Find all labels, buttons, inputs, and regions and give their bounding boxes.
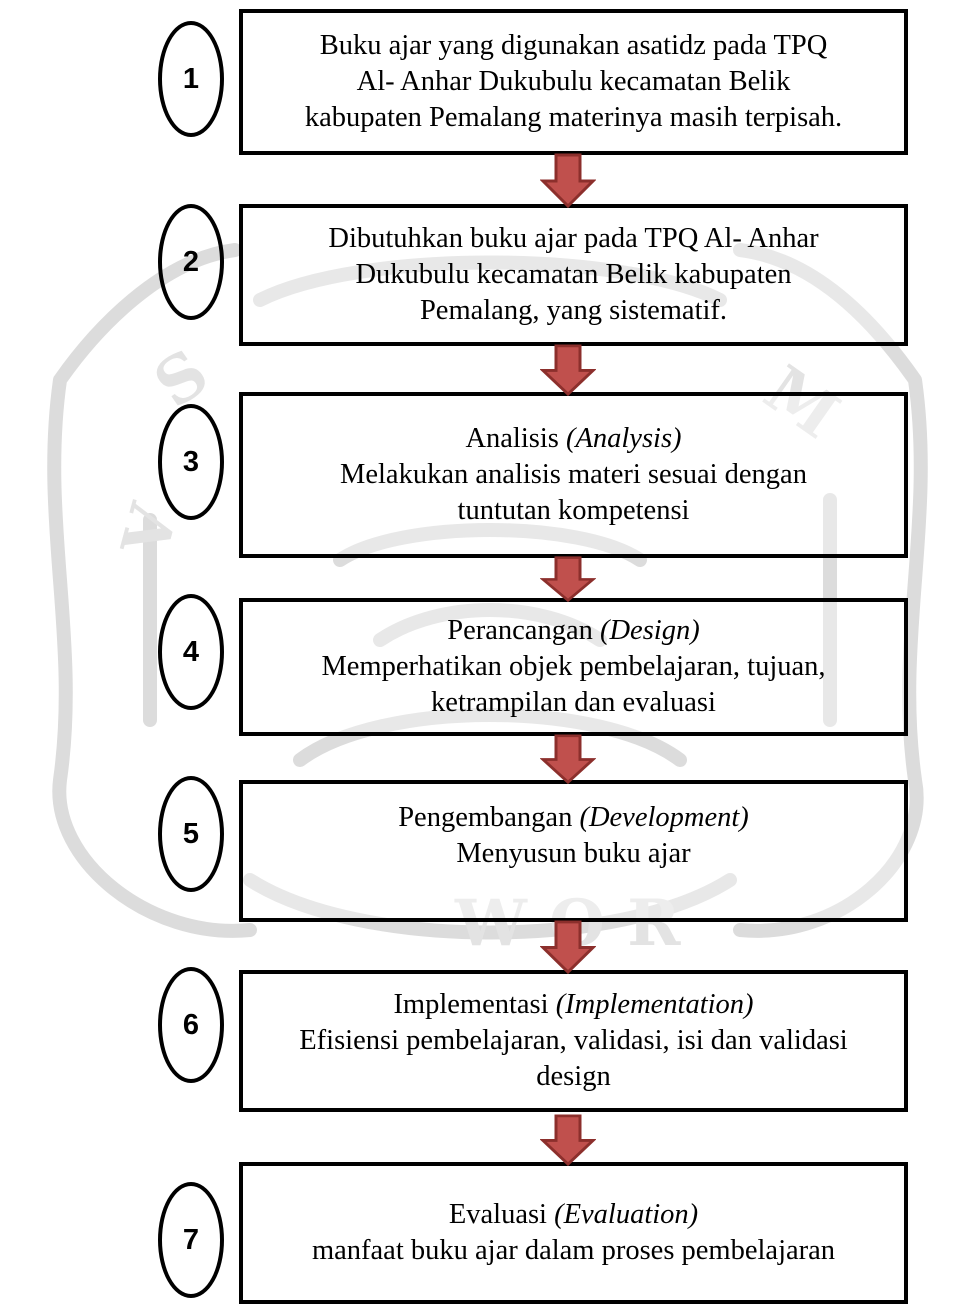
arrow-down-icon (540, 344, 596, 396)
step-1-box: Buku ajar yang digunakan asatidz pada TP… (239, 9, 908, 155)
step-4-title-text: Perancangan (447, 615, 600, 646)
step-7-title: Evaluasi (Evaluation) (449, 1197, 698, 1233)
step-4-number-badge: 4 (158, 594, 224, 710)
step-3-number: 3 (182, 445, 200, 478)
step-1-line-1: Buku ajar yang digunakan asatidz pada TP… (319, 30, 828, 61)
step-4-line-1: Memperhatikan objek pembelajaran, tujuan… (321, 651, 826, 682)
step-2-box: Dibutuhkan buku ajar pada TPQ Al- Anhar … (239, 204, 908, 346)
arrow-shape (540, 734, 596, 784)
step-6-box: Implementasi (Implementation) Efisiensi … (239, 970, 908, 1112)
step-4-box: Perancangan (Design) Memperhatikan objek… (239, 598, 908, 736)
step-5-title-italic: (Development) (579, 802, 749, 833)
step-3-title: Analisis (Analysis) (465, 421, 681, 457)
step-3-title-text: Analisis (465, 423, 566, 454)
step-3-title-italic: (Analysis) (565, 423, 682, 454)
step-5-number-badge: 5 (158, 776, 224, 892)
step-2-number: 2 (182, 245, 200, 278)
step-5-number: 5 (182, 817, 200, 850)
step-6-number: 6 (182, 1008, 200, 1041)
step-4-title-italic: (Design) (599, 615, 700, 646)
arrow-shape (540, 920, 596, 974)
step-1-line-2: Al- Anhar Dukubulu kecamatan Belik (356, 66, 791, 97)
step-1-number-badge: 1 (158, 21, 224, 137)
step-6-title: Implementasi (Implementation) (393, 987, 753, 1023)
step-6-title-italic: (Implementation) (555, 989, 754, 1020)
step-1-number: 1 (182, 62, 200, 95)
step-5-box: Pengembangan (Development) Menyusun buku… (239, 780, 908, 922)
step-7-box: Evaluasi (Evaluation) manfaat buku ajar … (239, 1162, 908, 1304)
step-5-title-text: Pengembangan (398, 802, 580, 833)
arrow-down-icon (540, 556, 596, 602)
step-7-title-italic: (Evaluation) (554, 1199, 699, 1230)
step-2-line-1: Dibutuhkan buku ajar pada TPQ Al- Anhar (328, 223, 819, 254)
arrow-shape (540, 153, 596, 208)
step-5-title: Pengembangan (Development) (398, 800, 749, 836)
step-3-box: Analisis (Analysis) Melakukan analisis m… (239, 392, 908, 558)
step-7-number-badge: 7 (158, 1182, 224, 1298)
step-6-title-text: Implementasi (393, 989, 556, 1020)
step-7-title-text: Evaluasi (448, 1199, 555, 1230)
arrow-shape (540, 344, 596, 396)
step-4-title: Perancangan (Design) (447, 613, 699, 649)
step-6-number-badge: 6 (158, 967, 224, 1083)
step-7-number: 7 (182, 1223, 200, 1256)
arrow-shape (540, 556, 596, 602)
arrow-down-icon (540, 734, 596, 784)
arrow-down-icon (540, 153, 596, 208)
arrow-down-icon (540, 1114, 596, 1166)
step-1-line-3: kabupaten Pemalang materinya masih terpi… (304, 102, 843, 133)
arrow-down-icon (540, 920, 596, 974)
step-2-line-2: Dukubulu kecamatan Belik kabupaten (355, 259, 792, 290)
step-5-line-1: Menyusun buku ajar (456, 838, 691, 869)
step-2-line-3: Pemalang, yang sistematif. (419, 295, 728, 326)
step-3-line-2: tuntutan kompetensi (457, 495, 690, 526)
step-6-line-1: Efisiensi pembelajaran, validasi, isi da… (299, 1025, 848, 1056)
step-2-number-badge: 2 (158, 204, 224, 320)
step-7-line-1: manfaat buku ajar dalam proses pembelaja… (311, 1235, 836, 1266)
step-3-number-badge: 3 (158, 404, 224, 520)
step-4-number: 4 (182, 635, 200, 668)
step-3-line-1: Melakukan analisis materi sesuai dengan (340, 459, 807, 490)
arrow-shape (540, 1114, 596, 1166)
step-6-line-2: design (536, 1061, 611, 1092)
step-4-line-2: ketrampilan dan evaluasi (431, 687, 716, 718)
